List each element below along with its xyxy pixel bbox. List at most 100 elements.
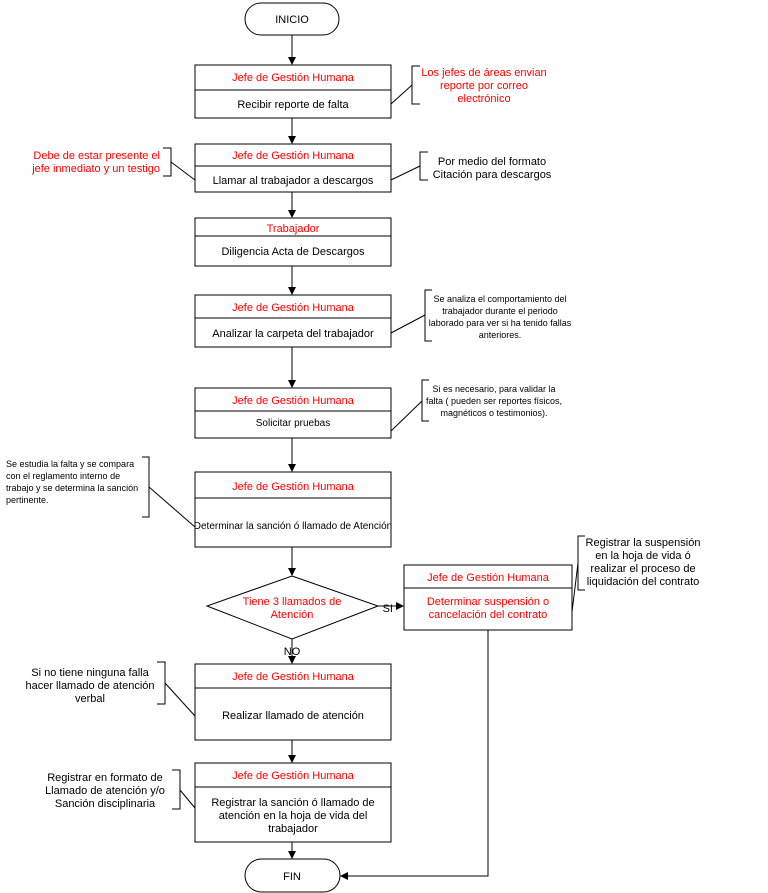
step-4-action: Analizar la carpeta del trabajador [212,328,374,340]
annotation-3-bracket [419,151,428,181]
step-6: Jefe de Gestión Humana Determinar la san… [194,471,392,548]
annotation-1: Los jefes de áreas envian reporte por co… [390,65,547,105]
annotation-2-line-1: Debe de estar presente el [33,150,160,162]
annotation-8-bracket [157,661,166,705]
step-6-role: Jefe de Gestión Humana [232,481,355,493]
annotation-9-line-3: Sanción disciplinaria [55,798,156,810]
annotation-6: Se estudia la falta y se compara con el … [6,456,196,528]
step-3-box [194,217,392,267]
step-2-action: Llamar al trabajador a descargos [213,175,374,187]
step-3-action: Diligencia Acta de Descargos [221,246,365,258]
annotation-4: Se analiza el comportamiento del trabaja… [390,289,572,342]
annotation-7-line-3: realizar el proceso de [590,563,695,575]
connector-yes-step-to-end [340,630,489,880]
annotation-7-bracket [577,535,585,591]
step-4: Jefe de Gestión Humana Analizar la carpe… [194,294,392,348]
step-1-role: Jefe de Gestión Humana [232,72,355,84]
annotation-8-line-1: Si no tiene ninguna falla [31,667,149,679]
annotation-4-line-3: laborado para ver si ha tenido fallas [429,318,572,328]
decision: Tiene 3 llamados de Atención SI NO [205,575,393,658]
yes-step-box [403,564,573,631]
step-3: Trabajador Diligencia Acta de Descargos [194,217,392,267]
annotation-9: Registrar en formato de Llamado de atenc… [45,769,196,810]
flow-connectors [288,35,489,880]
step-8-action-line-3: trabajador [268,823,318,835]
annotation-4-line-1: Se analiza el comportamiento del [433,294,566,304]
step-8-box [194,762,392,843]
annotation-1-line-2: reporte por correo [440,80,528,92]
decision-diamond [205,575,380,640]
annotation-6-line-1: Se estudia la falta y se compara [6,459,134,469]
annotation-6-line-4: pertinente. [6,495,49,505]
step-8-action-line-1: Registrar la sanción ó llamado de [211,797,374,809]
step-7-role: Jefe de Gestión Humana [232,671,355,683]
annotation-6-bracket [142,456,150,518]
start-terminal: INICIO [244,2,340,36]
step-5-box [194,387,392,439]
annotation-9-line-1: Registrar en formato de [47,772,163,784]
annotation-7-line-4: liquidación del contrato [587,576,700,588]
step-6-action: Determinar la sanción ó llamado de Atenc… [194,521,392,532]
step-5-action: Solicitar pruebas [256,418,330,429]
annotation-1-bracket [411,65,420,105]
annotation-3-line-2: Citación para descargos [433,169,552,181]
step-2-box [194,143,392,193]
annotation-5: Si es necesario, para validar la falta (… [390,379,562,432]
step-2: Jefe de Gestión Humana Llamar al trabaja… [194,143,392,193]
annotation-7-line-1: Registrar la suspensión [586,537,701,549]
annotation-7-line-2: en la hoja de vida ó [595,550,690,562]
annotation-6-line-2: con el reglamento interno de [6,471,120,481]
decision-question-line-1: Tiene 3 llamados de [243,596,342,608]
decision-no-label: NO [284,646,301,658]
annotation-5-line-1: Si es necesario, para validar la [432,384,555,394]
annotation-1-line-3: electrónico [457,93,510,105]
step-7-action: Realizar llamado de atención [222,710,364,722]
step-4-box [194,294,392,348]
decision-yes-label: SI [383,603,393,615]
annotation-4-bracket [424,289,432,342]
annotation-9-line-2: Llamado de atención y/o [45,785,165,797]
annotation-2: Debe de estar presente el jefe inmediato… [31,147,196,181]
annotation-1-line-1: Los jefes de áreas envian [421,67,546,79]
yes-step-role: Jefe de Gestión Humana [427,572,550,584]
step-6-box [194,471,392,548]
annotation-4-line-4: anteriores. [479,330,522,340]
annotation-5-line-3: magnéticos o testimonios). [440,408,547,418]
annotation-8-line-2: hacer llamado de atención [25,680,154,692]
annotation-3: Por medio del formato Citación para desc… [390,151,552,181]
annotation-6-line-3: trabajo y se determina la sanción [6,483,138,493]
annotation-8-line-3: verbal [75,693,105,705]
annotation-4-line-2: trabajador durante el periodo [442,306,558,316]
annotation-9-bracket [172,769,181,810]
step-7-box [194,663,392,741]
annotation-2-bracket [163,147,172,177]
step-5: Jefe de Gestión Humana Solicitar pruebas [194,387,392,439]
step-2-role: Jefe de Gestión Humana [232,150,355,162]
step-4-role: Jefe de Gestión Humana [232,302,355,314]
annotation-5-line-2: falta ( pueden ser reportes físicos, [426,396,562,406]
step-3-role: Trabajador [267,223,320,235]
end-terminal-shape [244,858,341,893]
step-8-role: Jefe de Gestión Humana [232,770,355,782]
step-5-role: Jefe de Gestión Humana [232,395,355,407]
annotation-7: Registrar la suspensión en la hoja de vi… [571,535,701,613]
end-label: FIN [283,871,301,883]
step-1-box [194,64,392,119]
annotation-2-line-2: jefe inmediato y un testigo [31,163,160,175]
decision-question-line-2: Atención [271,609,314,621]
yes-step: Jefe de Gestión Humana Determinar suspen… [403,564,573,631]
step-8: Jefe de Gestión Humana Registrar la sanc… [194,762,392,843]
end-terminal: FIN [244,858,341,893]
annotation-3-line-1: Por medio del formato [438,156,546,168]
step-1: Jefe de Gestión Humana Recibir reporte d… [194,64,392,119]
start-terminal-shape [244,2,340,36]
yes-step-action-line-2: cancelación del contrato [429,609,548,621]
yes-step-action-line-1: Determinar suspensión o [427,596,549,608]
annotation-8: Si no tiene ninguna falla hacer llamado … [25,661,196,717]
step-1-action: Recibir reporte de falta [237,99,349,111]
annotation-5-bracket [421,379,429,422]
start-label: INICIO [275,14,309,26]
step-7: Jefe de Gestión Humana Realizar llamado … [194,663,392,741]
step-8-action-line-2: atención en la hoja de vida del [219,810,368,822]
